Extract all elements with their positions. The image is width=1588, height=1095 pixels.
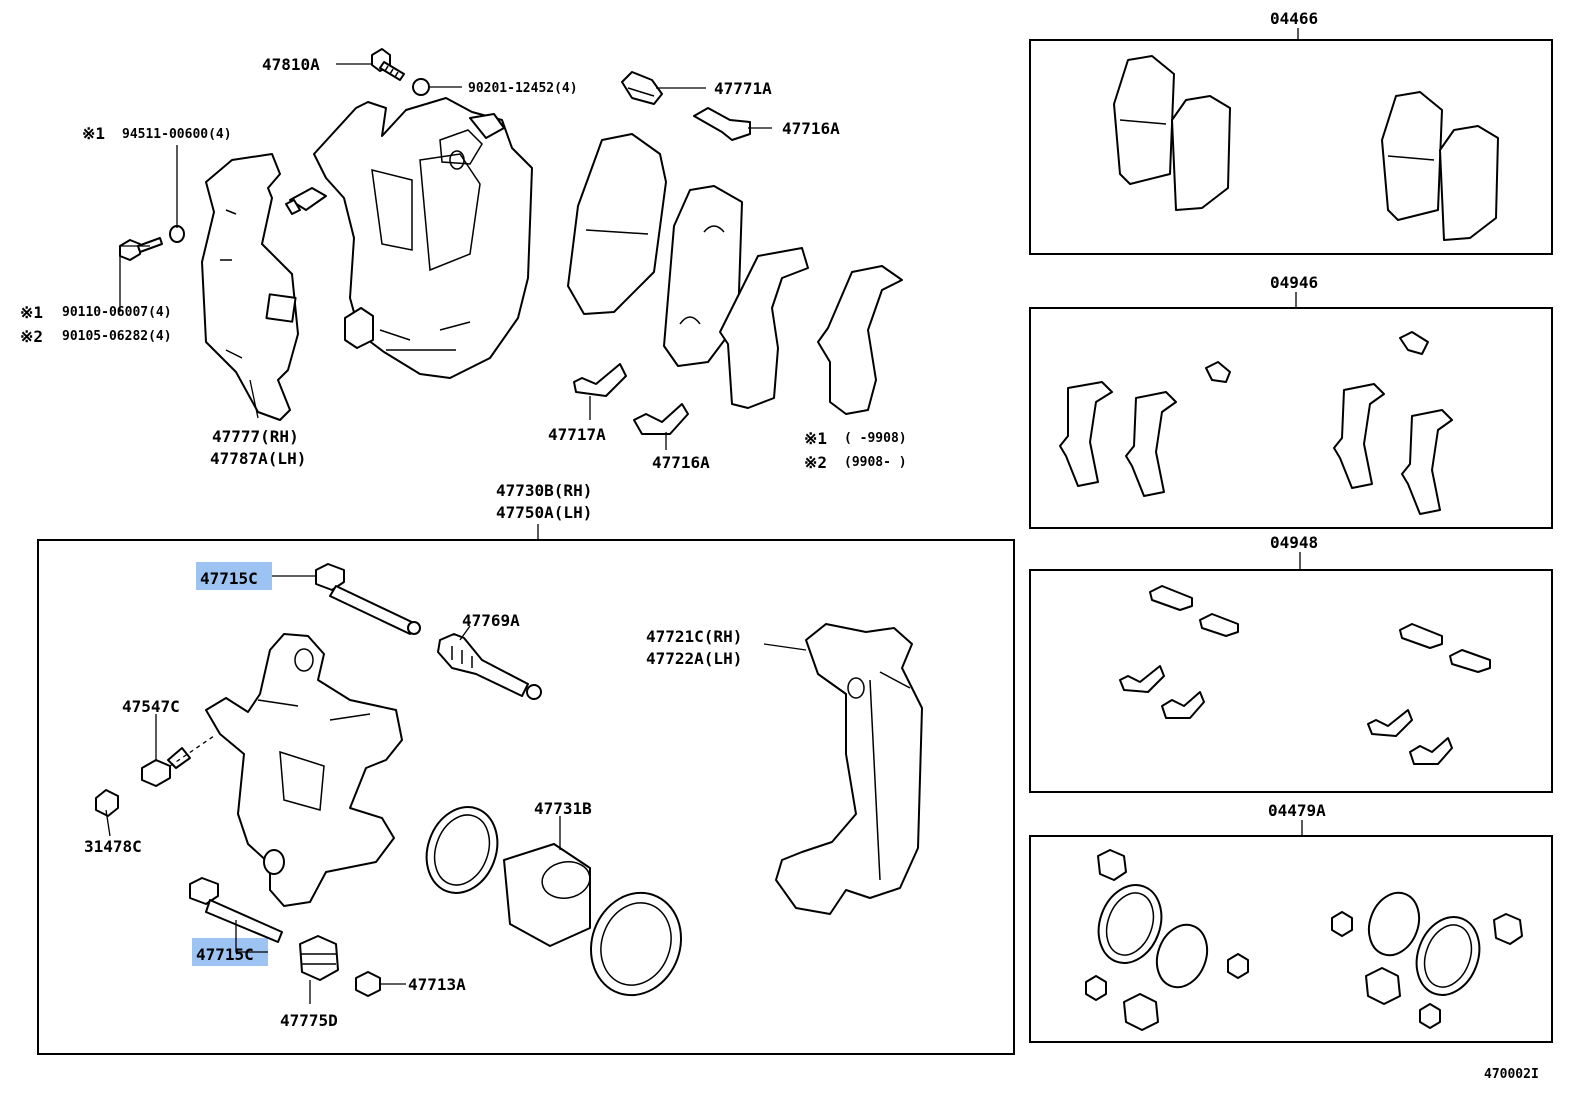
label-47716a-bot: 47716A: [652, 453, 710, 472]
pad-support-plate-47716a-icon: [633, 403, 689, 435]
kit-04946-shims-icon: [1059, 331, 1453, 515]
anti-squeal-shim-icon: [201, 153, 299, 421]
label-47771a: 47771A: [714, 79, 772, 98]
label-94511: 94511-00600(4): [122, 127, 232, 142]
kit-label-04946: 04946: [1270, 273, 1318, 292]
kit-04948-clips-icon: [1119, 585, 1491, 765]
diagram-code: 470002I: [1484, 1067, 1539, 1082]
brake-pad-outer-icon: [663, 185, 743, 367]
kit-label-04479a: 04479A: [1268, 801, 1326, 820]
slide-pin-boot-47775d-icon: [299, 935, 339, 981]
screw-90110-icon: [119, 237, 163, 261]
label-90201: 90201-12452(4): [468, 81, 578, 96]
bleeder-screw-icon: [285, 187, 327, 215]
label-90105: 90105-06282(4): [62, 329, 172, 344]
label-47769a: 47769A: [462, 611, 520, 630]
label-47775d: 47775D: [280, 1011, 338, 1030]
kit-label-04466: 04466: [1270, 9, 1318, 28]
label-47716a-top: 47716A: [782, 119, 840, 138]
leader-lines-bottom: [105, 575, 807, 1004]
caliper-body-bottom-icon: [205, 633, 403, 907]
label-47721c: 47721C(RH): [646, 627, 742, 646]
bolt-47810a-icon: [371, 48, 405, 81]
kit-box-04466: [1029, 39, 1553, 255]
kit-box-04479a: [1029, 835, 1553, 1043]
bleeder-cap-icon: [95, 789, 119, 817]
piston-seal-icon: [425, 806, 499, 894]
bleeder-screw-47547c-icon: [141, 747, 191, 787]
washer-94511-icon: [169, 225, 185, 243]
kit-label-04948: 04948: [1270, 533, 1318, 552]
washer-icon: [412, 78, 430, 96]
label-note2: (9908- ): [844, 455, 907, 470]
dust-boot-inner: [600, 902, 672, 986]
label-47722a: 47722A(LH): [646, 649, 742, 668]
label-47731b: 47731B: [534, 799, 592, 818]
label-47810a: 47810A: [262, 55, 320, 74]
label-47715c-top: 47715C: [200, 569, 258, 588]
label-47547c: 47547C: [122, 697, 180, 716]
piston-icon: [503, 843, 591, 947]
label-47787a: 47787A(LH): [210, 449, 306, 468]
label-47730b: 47730B(RH): [496, 481, 592, 500]
label-47717a: 47717A: [548, 425, 606, 444]
label-47713a: 47713A: [408, 975, 466, 994]
kit-box-04948: [1029, 569, 1553, 793]
note-mark-1c: ※1: [804, 429, 827, 448]
label-31478c: 31478C: [84, 837, 142, 856]
pad-support-plate-47717a-icon: [573, 363, 627, 397]
caliper-assembly-box: [37, 539, 1015, 1055]
pad-shim-inner-icon: [719, 247, 809, 409]
note-mark-1b: ※1: [20, 303, 43, 322]
brake-pad-inner-icon: [567, 133, 667, 315]
label-47750a: 47750A(LH): [496, 503, 592, 522]
note-mark-2b: ※2: [804, 453, 827, 472]
dust-boot-icon: [589, 891, 683, 997]
pad-wear-indicator-icon: [621, 71, 663, 105]
leader-lines-top: [119, 63, 772, 450]
caliper-body-top-icon: [313, 97, 533, 379]
slide-pin-boot-icon: [344, 307, 374, 349]
label-note1: ( -9908): [844, 431, 907, 446]
highlight-47715c-top: [196, 562, 272, 590]
kit-04466-pads-icon: [1113, 55, 1499, 241]
note-mark-2: ※2: [20, 327, 43, 346]
label-47715c-bot: 47715C: [196, 945, 254, 964]
slide-pin-top-icon: [315, 563, 421, 635]
note-mark-1: ※1: [82, 124, 105, 143]
piston-seal-inner: [433, 814, 491, 886]
kit-box-04946: [1029, 307, 1553, 529]
slide-pin-bottom-icon: [189, 877, 283, 943]
slide-pin-47769a-icon: [437, 633, 542, 700]
caliper-mounting-bracket-icon: [775, 623, 923, 915]
pad-support-plate-top-icon: [693, 107, 751, 141]
label-90110: 90110-06007(4): [62, 305, 172, 320]
pad-shim-outer-icon: [817, 265, 903, 415]
bushing-47713a-icon: [355, 971, 381, 997]
kit-04479a-seals-icon: [1085, 849, 1523, 1031]
label-47777: 47777(RH): [212, 427, 299, 446]
